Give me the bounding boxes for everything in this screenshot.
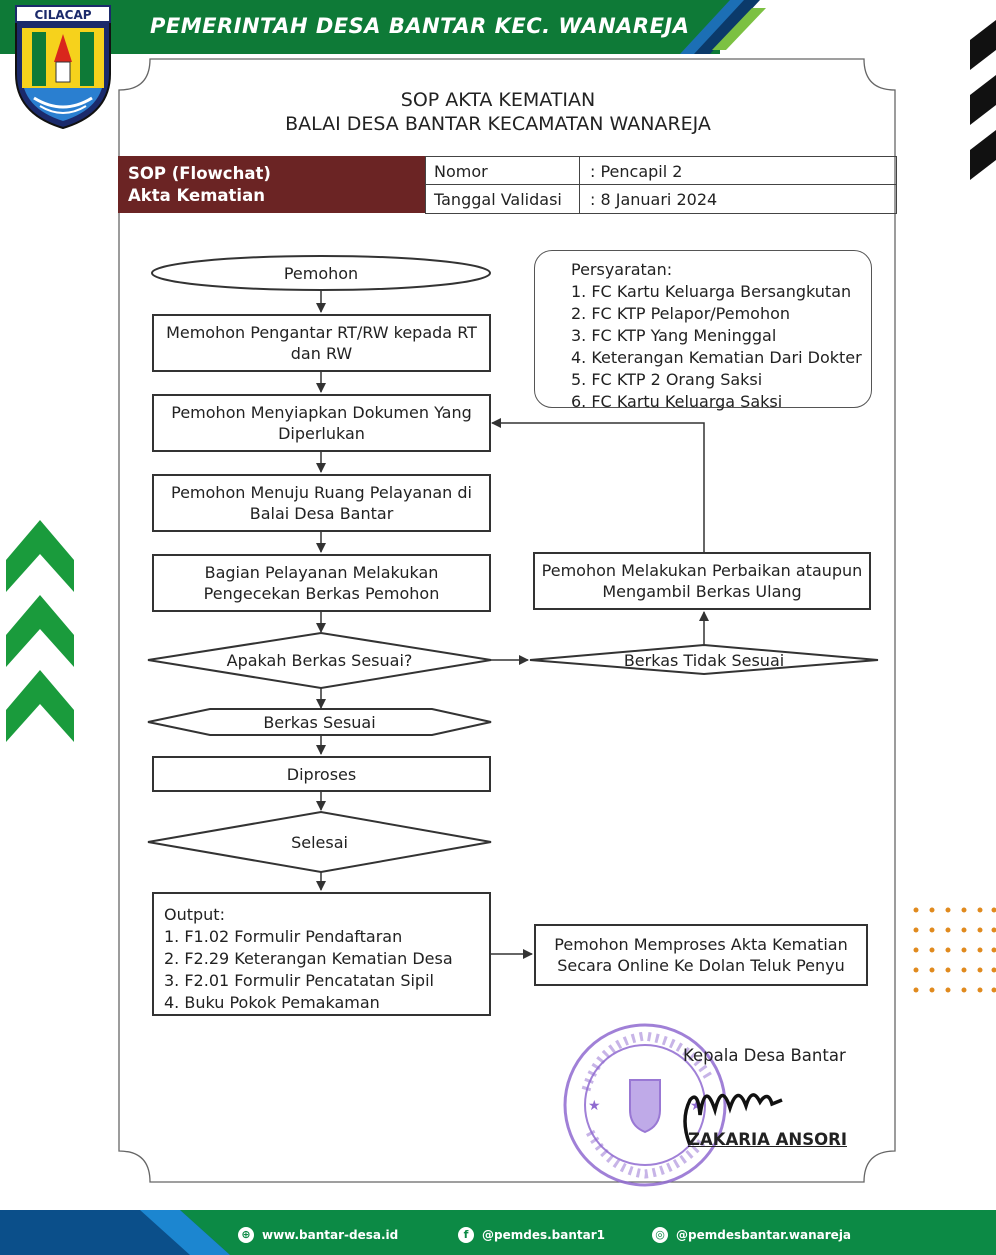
step-processed-label: Diproses xyxy=(286,764,357,784)
title-line-1: SOP AKTA KEMATIAN xyxy=(400,89,596,111)
header-title: PEMERINTAH DESA BANTAR KEC. WANAREJA xyxy=(150,14,690,38)
facebook-icon: f xyxy=(458,1227,474,1243)
step-request-rt-rw-label: Memohon Pengantar RT/RW kepada RT dan RW xyxy=(166,323,477,363)
step-fix-files-label: Pemohon Melakukan Perbaikan ataupun Meng… xyxy=(541,561,863,601)
signature-title: Kepala Desa Bantar xyxy=(683,1046,846,1065)
top-right-decoration xyxy=(970,20,996,180)
title-line-2: BALAI DESA BANTAR KECAMATAN WANAREJA xyxy=(285,113,711,135)
nomor-value: : Pencapil 2 xyxy=(590,162,683,181)
village-stamp: ★ ★ xyxy=(563,1023,727,1187)
step-check-files: Bagian Pelayanan Melakukan Pengecekan Be… xyxy=(152,554,491,612)
step-online-process: Pemohon Memproses Akta Kematian Secara O… xyxy=(534,924,868,986)
step-check-files-label: Bagian Pelayanan Melakukan Pengecekan Be… xyxy=(203,563,440,603)
signature-scribble xyxy=(683,1093,783,1146)
globe-icon: ⊕ xyxy=(238,1227,254,1243)
footer-blue-stripe xyxy=(0,1210,230,1255)
step-prepare-documents-label: Pemohon Menyiapkan Dokumen Yang Diperluk… xyxy=(171,403,472,443)
files-not-valid: Berkas Tidak Sesuai xyxy=(623,650,785,670)
output-box: Output: 1. F1.02 Formulir Pendaftaran 2.… xyxy=(152,892,491,1016)
footer-facebook[interactable]: f @pemdes.bantar1 xyxy=(458,1227,605,1243)
step-go-to-service-room-label: Pemohon Menuju Ruang Pelayanan di Balai … xyxy=(171,483,472,523)
info-table-grid xyxy=(425,156,897,214)
footer-website[interactable]: ⊕ www.bantar-desa.id xyxy=(238,1227,398,1243)
requirement-item: 4. Keterangan Kematian Dari Dokter xyxy=(571,348,862,367)
step-request-rt-rw: Memohon Pengantar RT/RW kepada RT dan RW xyxy=(152,314,491,372)
step-prepare-documents: Pemohon Menyiapkan Dokumen Yang Diperluk… xyxy=(152,394,491,452)
tanggal-label: Tanggal Validasi xyxy=(434,190,562,209)
cilacap-logo: CILACAP xyxy=(15,5,111,130)
output-item: 4. Buku Pokok Pemakaman xyxy=(164,993,380,1012)
output-item: 1. F1.02 Formulir Pendaftaran xyxy=(164,927,403,946)
output-title: Output: xyxy=(164,905,225,924)
footer-instagram[interactable]: ◎ @pemdesbantar.wanareja xyxy=(652,1227,851,1243)
requirement-item: 6. FC Kartu Keluarga Saksi xyxy=(571,392,783,411)
sop-label-line-1: SOP (Flowchat) xyxy=(128,164,271,183)
step-processed: Diproses xyxy=(152,756,491,792)
start-terminator: Pemohon xyxy=(283,263,359,283)
signature-name: ZAKARIA ANSORI xyxy=(688,1130,847,1149)
footer-facebook-text: @pemdes.bantar1 xyxy=(482,1228,605,1242)
output-item: 2. F2.29 Keterangan Kematian Desa xyxy=(164,949,453,968)
sop-label-line-2: Akta Kematian xyxy=(128,186,265,205)
footer-instagram-text: @pemdesbantar.wanareja xyxy=(676,1228,852,1242)
svg-text:★: ★ xyxy=(588,1098,601,1114)
requirement-item: 5. FC KTP 2 Orang Saksi xyxy=(571,370,763,389)
output-item: 3. F2.01 Formulir Pencatatan Sipil xyxy=(164,971,434,990)
decision-files-valid: Apakah Berkas Sesuai? xyxy=(226,650,413,670)
step-go-to-service-room: Pemohon Menuju Ruang Pelayanan di Balai … xyxy=(152,474,491,532)
header-banner xyxy=(0,0,720,54)
requirement-item: 2. FC KTP Pelapor/Pemohon xyxy=(571,304,791,323)
end-finished: Selesai xyxy=(291,832,348,852)
tanggal-value: : 8 Januari 2024 xyxy=(590,190,718,209)
step-online-process-label: Pemohon Memproses Akta Kematian Secara O… xyxy=(554,935,848,975)
nomor-label: Nomor xyxy=(434,162,488,181)
requirements-title: Persyaratan: xyxy=(571,260,673,279)
sop-label-block: SOP (Flowchat) Akta Kematian xyxy=(118,156,425,213)
left-chevrons-decoration xyxy=(6,520,74,742)
requirement-item: 3. FC KTP Yang Meninggal xyxy=(571,326,777,345)
files-valid: Berkas Sesuai xyxy=(263,712,376,732)
step-fix-files: Pemohon Melakukan Perbaikan ataupun Meng… xyxy=(533,552,871,610)
requirement-item: 1. FC Kartu Keluarga Bersangkutan xyxy=(571,282,852,301)
header-stripes xyxy=(650,0,766,54)
footer-website-text: www.bantar-desa.id xyxy=(262,1228,399,1242)
right-dots-decoration xyxy=(913,907,996,993)
requirements-box: Persyaratan: 1. FC Kartu Keluarga Bersan… xyxy=(534,250,872,411)
document-frame xyxy=(118,58,896,1183)
document-title: SOP AKTA KEMATIAN BALAI DESA BANTAR KECA… xyxy=(0,88,996,136)
logo-text: CILACAP xyxy=(34,8,91,22)
instagram-icon: ◎ xyxy=(652,1227,668,1243)
